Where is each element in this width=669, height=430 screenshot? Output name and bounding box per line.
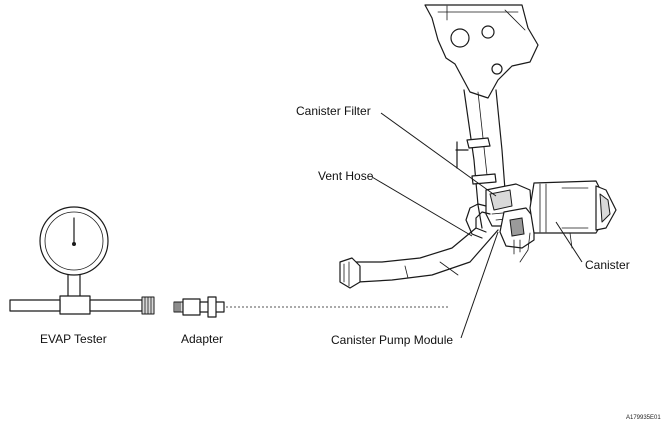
canister-pump-module-label: Canister Pump Module (331, 333, 454, 347)
leader-canister-filter (380, 112, 497, 197)
evap-tester-label: EVAP Tester (40, 332, 107, 346)
leader-canister-pump-module (460, 231, 499, 339)
canister-label: Canister (585, 258, 630, 272)
figure-code: A179935E01 (626, 415, 661, 421)
adapter-label: Adapter (181, 332, 224, 346)
vent-hose-label: Vent Hose (318, 169, 374, 183)
adapter-part (173, 296, 225, 318)
vehicle-assembly (339, 4, 617, 289)
evap-tester (9, 206, 155, 315)
canister-filter-label: Canister Filter (296, 104, 371, 118)
leader-canister (555, 221, 583, 263)
leader-vent-hose (371, 176, 473, 237)
